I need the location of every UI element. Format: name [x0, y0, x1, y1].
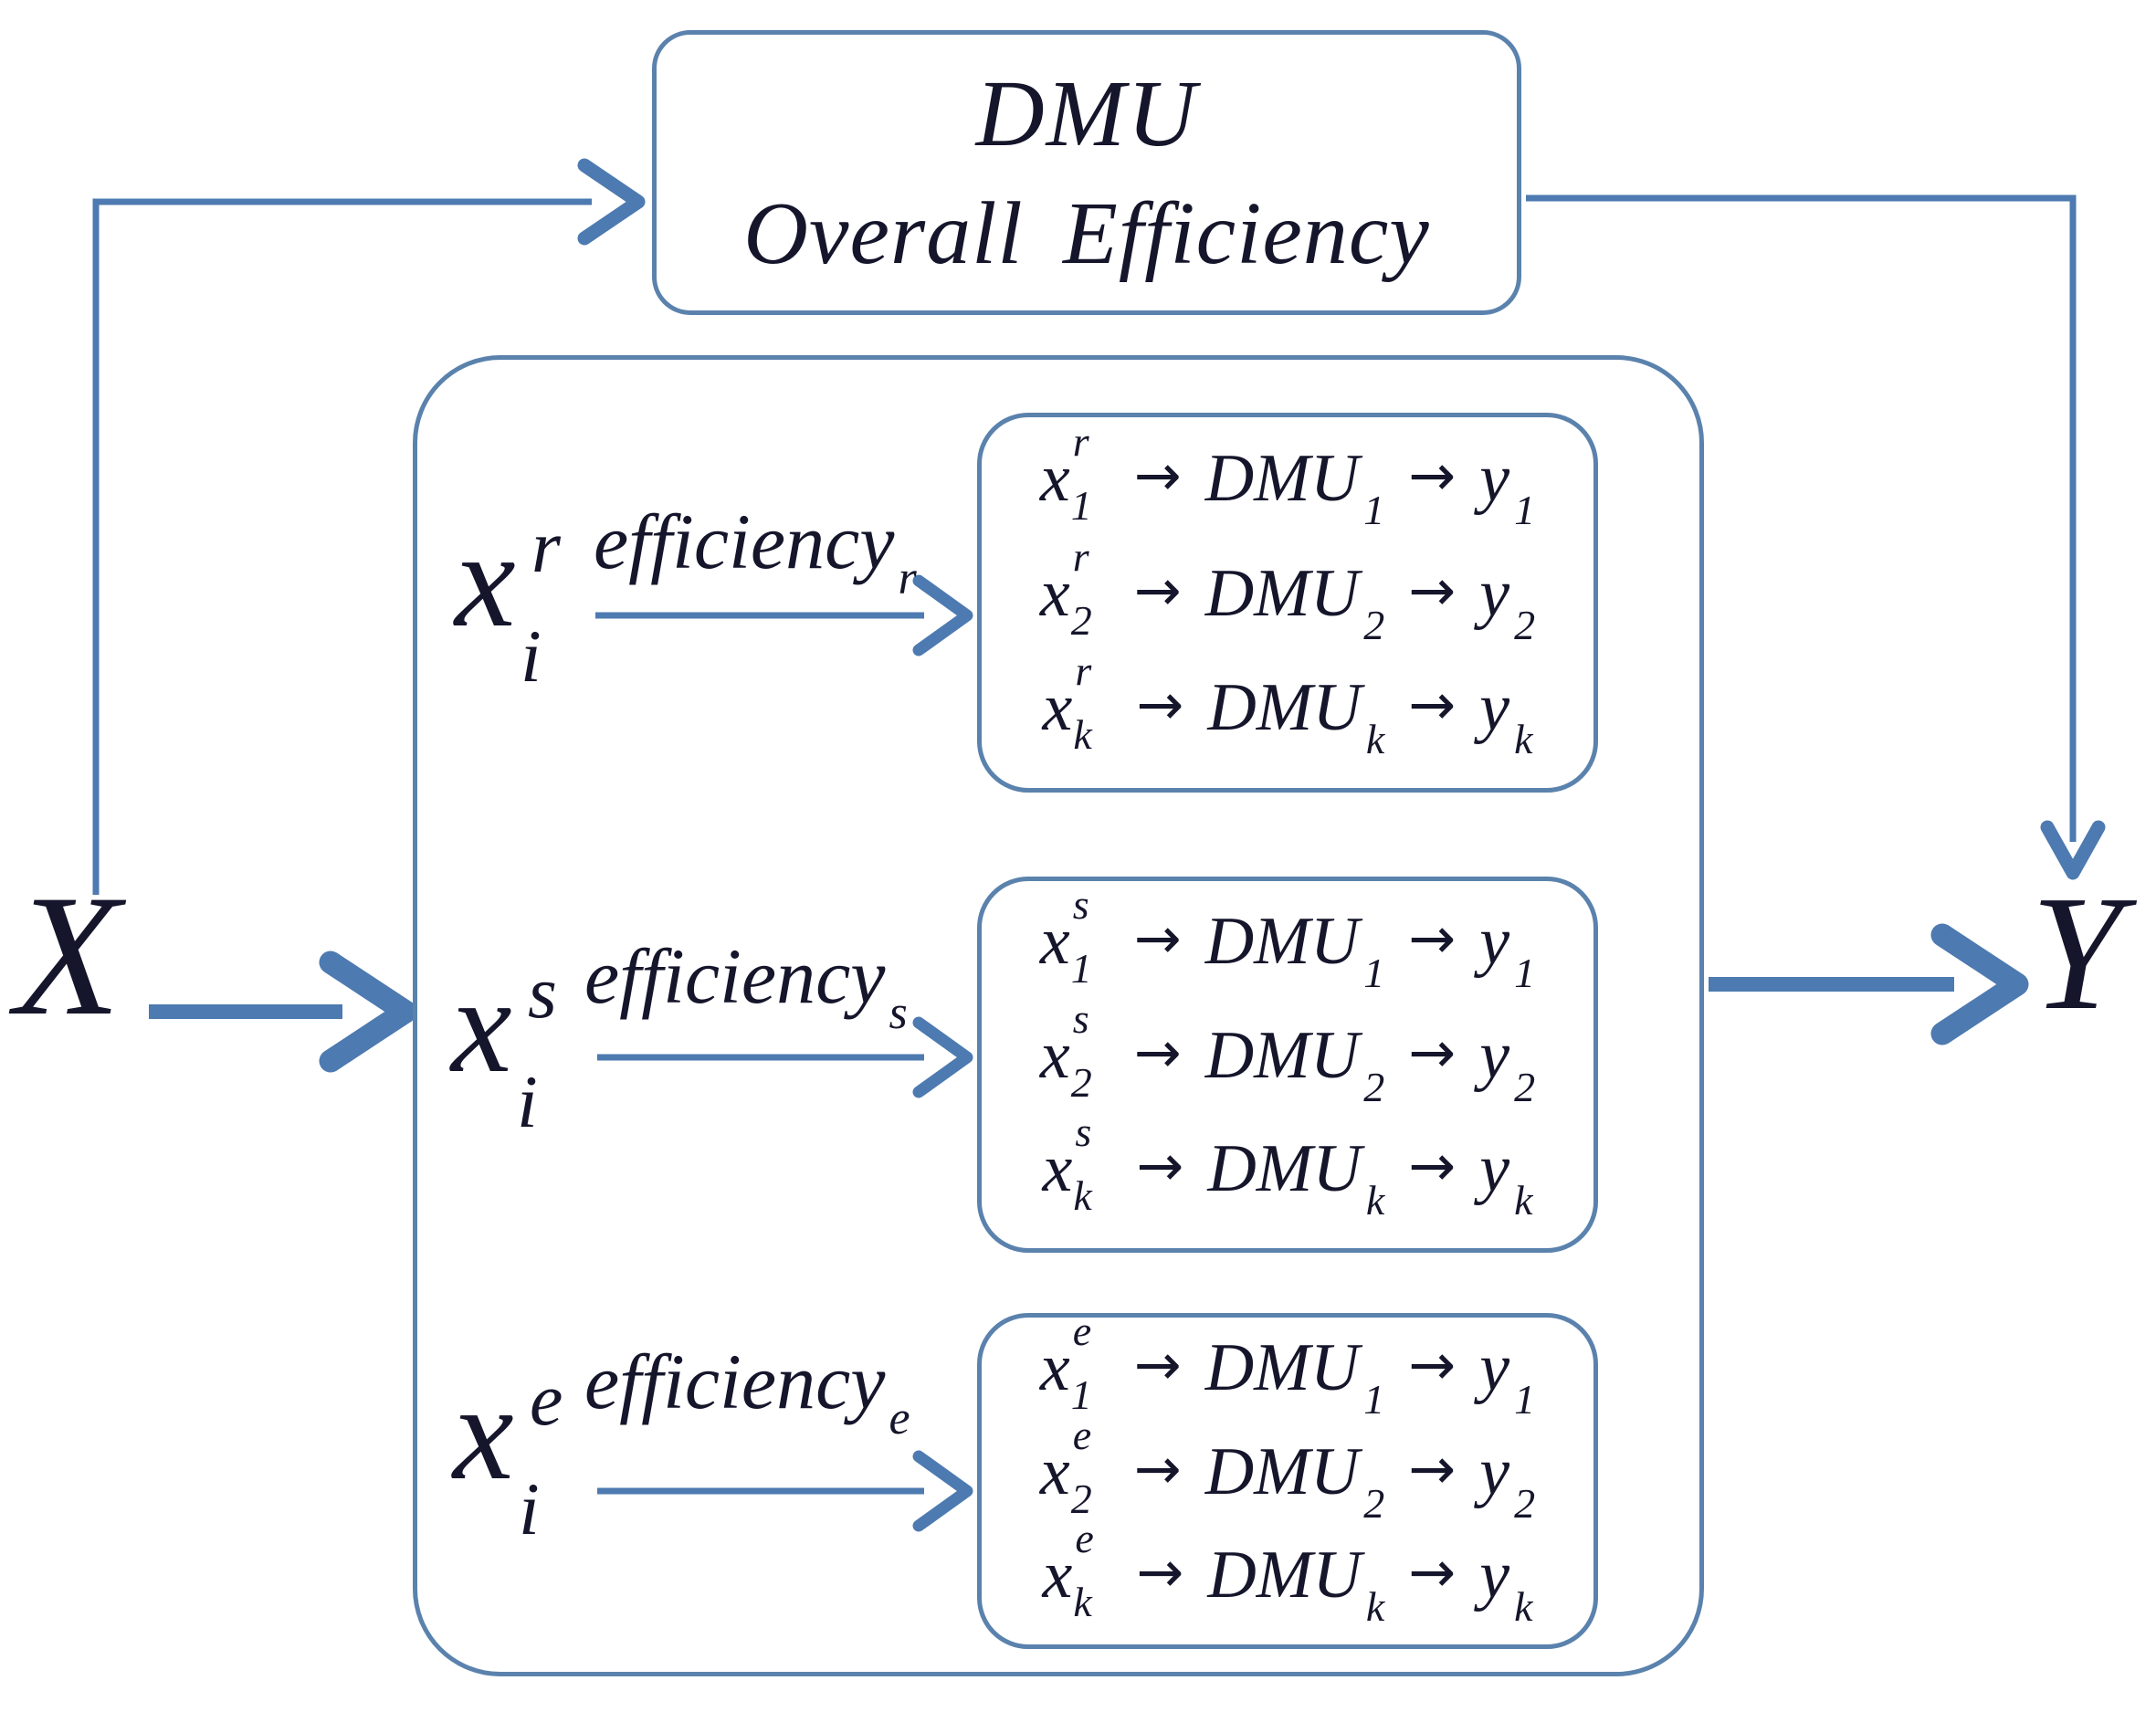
input-variable-r-base: x: [455, 504, 516, 656]
sub-efficiency-container-box: [413, 355, 1704, 1676]
input-x-label: X: [15, 860, 121, 1052]
overall-box-title: DMU: [975, 61, 1198, 167]
flow-arrow-icon: →: [1133, 1434, 1182, 1502]
flow-arrow-icon: →: [1133, 442, 1182, 509]
y-output-arrowhead-icon: [1930, 923, 2029, 1045]
flow-arrow-icon: →: [1408, 1434, 1457, 1502]
efficiency-sub-s: s: [889, 987, 908, 1039]
flow-arrow-icon: →: [1408, 442, 1457, 509]
input-variable-s-sub: i: [517, 1060, 538, 1143]
flow-arrow-icon: →: [1408, 556, 1457, 624]
flow-arrow-icon: →: [1408, 1018, 1457, 1086]
input-variable-r-sup: r: [531, 505, 561, 588]
flow-arrow-icon: →: [1136, 1131, 1184, 1199]
input-variable-s-base: x: [451, 950, 512, 1101]
flow-arrow-icon: →: [1133, 1018, 1182, 1086]
overall-efficiency-box: DMU Overall Efficiency: [652, 30, 1521, 315]
flow-arrow-icon: →: [1133, 556, 1182, 624]
efficiency-word-e: efficiency: [584, 1338, 886, 1425]
output-y-label: Y: [2031, 862, 2123, 1044]
input-variable-e-sub: i: [519, 1467, 540, 1550]
input-variable-s-sup: s: [528, 951, 557, 1034]
efficiency-label-e: efficiencye: [584, 1342, 910, 1443]
efficiency-sub-r: r: [898, 552, 917, 604]
flow-arrow-icon: →: [1408, 670, 1457, 738]
arrowhead-into-overall-box-icon: [577, 158, 646, 246]
efficiency-label-r: efficiencyr: [594, 502, 917, 603]
flow-arrow-icon: →: [1133, 905, 1182, 972]
flow-arrow-icon: →: [1408, 905, 1457, 972]
flow-arrow-icon: →: [1408, 1538, 1457, 1605]
flow-arrow-icon: →: [1408, 1331, 1457, 1399]
input-variable-r-sub: i: [521, 614, 542, 698]
overall-box-subtitle: Overall Efficiency: [743, 184, 1430, 283]
flow-arrow-icon: →: [1136, 1538, 1184, 1605]
flow-arrow-icon: →: [1408, 1131, 1457, 1199]
flow-arrow-icon: →: [1133, 1331, 1182, 1399]
efficiency-word-s: efficiency: [584, 932, 886, 1020]
efficiency-sub-e: e: [889, 1392, 910, 1444]
input-variable-e-sup: e: [530, 1358, 563, 1441]
input-variable-e-base: x: [453, 1357, 514, 1508]
x-input-arrowhead-icon: [319, 951, 417, 1073]
efficiency-word-r: efficiency: [594, 498, 895, 585]
flow-arrow-icon: →: [1136, 670, 1184, 738]
efficiency-label-s: efficiencys: [584, 937, 908, 1037]
